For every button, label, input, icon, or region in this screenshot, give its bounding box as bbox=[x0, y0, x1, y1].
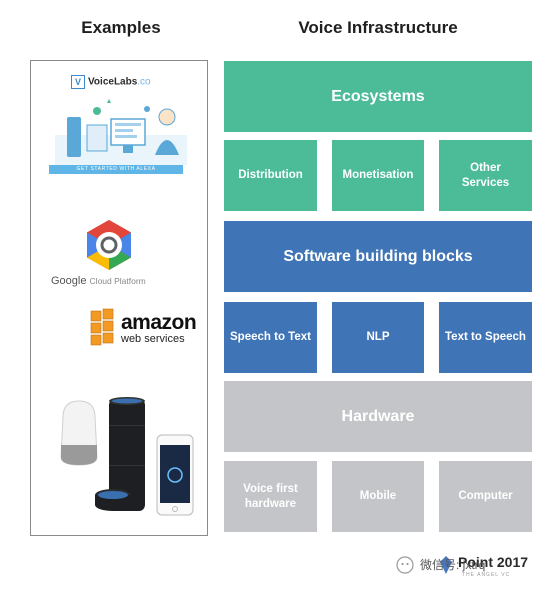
voice-devices-image bbox=[60, 397, 194, 516]
aws-wordmark: amazon web services bbox=[121, 311, 211, 345]
computer-block: Computer bbox=[439, 461, 532, 532]
amazon-echo-icon bbox=[109, 397, 145, 511]
wechat-icon bbox=[396, 556, 414, 574]
alexa-banner: GET STARTED WITH ALEXA bbox=[49, 165, 183, 174]
wechat-watermark-text: 微信号: jxtrq bbox=[420, 558, 486, 572]
nlp-block: NLP bbox=[332, 302, 424, 373]
aws-main-text: amazon bbox=[121, 311, 197, 334]
other-services-block: Other Services bbox=[439, 140, 532, 211]
ecosystems-block: Ecosystems bbox=[224, 61, 532, 132]
google-home-icon bbox=[60, 400, 98, 466]
software-building-blocks-block: Software building blocks bbox=[224, 221, 532, 292]
google-product: Cloud Platform bbox=[89, 276, 146, 286]
angel-vc-text: THE ANGEL VC bbox=[462, 572, 511, 578]
examples-heading: Examples bbox=[81, 18, 161, 37]
aws-cubes-icon bbox=[90, 308, 114, 346]
voicelabs-suffix: .co bbox=[137, 76, 151, 88]
speech-to-text-block: Speech to Text bbox=[224, 302, 317, 373]
google-cloud-hexagon-icon bbox=[87, 220, 131, 270]
google-cloud-platform-wordmark: Google Cloud Platform bbox=[51, 275, 201, 287]
voice-infrastructure-heading: Voice Infrastructure bbox=[298, 18, 458, 37]
voicelabs-name: VoiceLabs bbox=[88, 76, 138, 88]
alexa-illustration-icon bbox=[55, 99, 187, 165]
point-nine-text: Point 2017 bbox=[458, 554, 529, 570]
point-nine-logo-icon bbox=[440, 556, 452, 574]
hardware-block: Hardware bbox=[224, 381, 532, 452]
voicelabs-v-icon: V bbox=[71, 75, 85, 89]
iphone-icon bbox=[156, 434, 194, 516]
text-to-speech-block: Text to Speech bbox=[439, 302, 532, 373]
mobile-block: Mobile bbox=[332, 461, 424, 532]
echo-dot-icon bbox=[95, 489, 131, 511]
footer-watermark: Point 2017 微信号: jxtrq THE ANGEL VC bbox=[392, 552, 542, 584]
distribution-block: Distribution bbox=[224, 140, 317, 211]
monetisation-block: Monetisation bbox=[332, 140, 424, 211]
voice-first-hardware-block: Voice first hardware bbox=[224, 461, 317, 532]
google-brand: Google bbox=[51, 275, 87, 287]
aws-sub-text: web services bbox=[121, 333, 185, 345]
